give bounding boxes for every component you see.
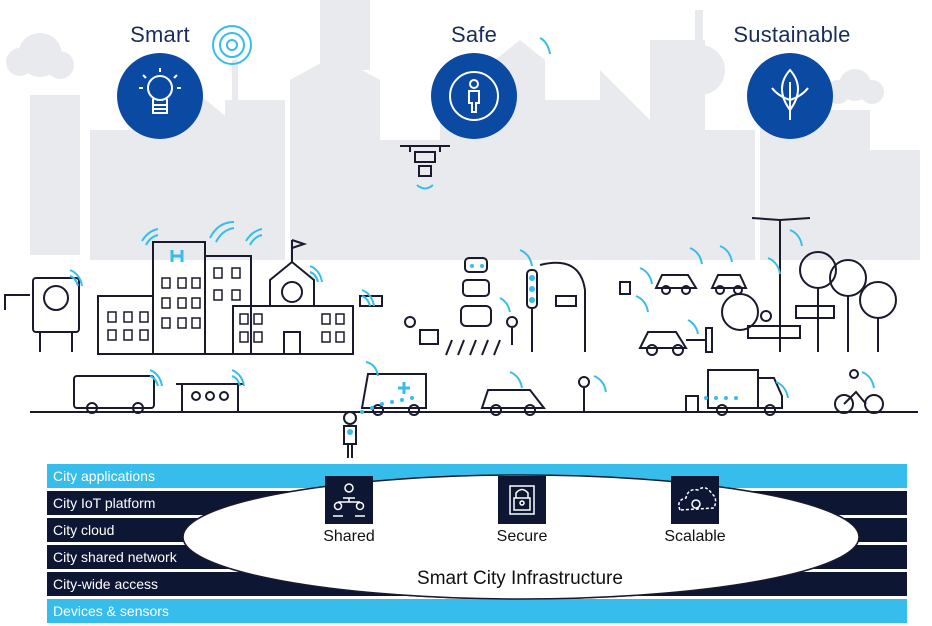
layer-devices-sensors: Devices & sensors: [47, 599, 907, 623]
drone-icon: [400, 145, 450, 190]
infrastructure-title: Smart City Infrastructure: [417, 568, 623, 589]
light-bulb-icon: [139, 68, 181, 114]
layer-city-iot-platform: City IoT platform: [47, 491, 907, 515]
signal-arcs: [69, 37, 875, 399]
school-building: [232, 239, 354, 355]
antenna-tower-icon: [212, 25, 252, 65]
pillar-title-smart: Smart: [130, 22, 190, 47]
layer-city-shared-network: City shared network: [47, 545, 907, 569]
smart-pillar-circle: [117, 53, 203, 139]
person-icon: [449, 71, 499, 121]
layer-city-applications: City applications: [47, 464, 907, 488]
feature-label-scalable: Scalable: [664, 528, 726, 545]
sustainable-pillar-circle: [747, 53, 833, 139]
pillar-title-sustainable: Sustainable: [733, 22, 851, 47]
traffic-scene: [359, 257, 586, 356]
info-kiosk-icon: [4, 277, 80, 352]
pillar-title-safe: Safe: [450, 22, 498, 47]
ambulance-cross-icon: [398, 382, 410, 394]
feature-label-shared: Shared: [323, 528, 375, 545]
street-vehicles: [73, 369, 884, 458]
traffic-lights: [529, 275, 535, 303]
connection-dots: [347, 264, 738, 435]
feature-label-secure: Secure: [496, 528, 548, 545]
leaf-icon: [771, 68, 809, 120]
safe-pillar-circle: [431, 53, 517, 139]
park-scene: [619, 217, 897, 356]
